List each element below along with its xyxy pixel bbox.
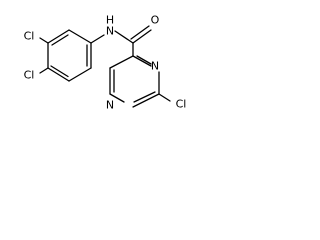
bond-benzene-6-double	[51, 34, 69, 46]
bonds	[39, 25, 171, 108]
bond-benzene-4-double	[50, 65, 69, 78]
bond-aryl-nh	[90, 34, 105, 44]
bond-pyrazine-1	[132, 55, 152, 67]
atom-amide-n: N	[106, 25, 114, 38]
bond-pyrazine-1-double	[136, 55, 152, 65]
bond-pyrazine-6	[109, 55, 134, 69]
bond-benzene-1	[68, 29, 92, 44]
bond-cl-lower	[39, 67, 49, 74]
atom-amide-o: O	[151, 14, 160, 27]
bond-benzene-4	[47, 67, 70, 82]
bond-pyrazine-3-double	[133, 91, 156, 103]
bond-pyrazine-4	[109, 93, 125, 103]
bond-carbonyl-o-1	[132, 29, 152, 44]
bond-pyrazine-3	[132, 93, 160, 108]
bond-benzene-6	[47, 29, 70, 44]
atom-cl-pyrazine: Cl	[176, 98, 187, 111]
bond-nh-carbonyl	[114, 30, 134, 44]
bond-cl-upper	[39, 37, 49, 44]
atom-amide-h: H	[106, 14, 114, 27]
atom-cl-lower: Cl	[24, 69, 35, 82]
atom-pyrazine-n1: N	[151, 60, 159, 73]
atom-pyrazine-n4: N	[106, 99, 114, 112]
atom-cl-upper: Cl	[24, 30, 35, 43]
atom-labels: Cl Cl H N O N N Cl	[24, 14, 187, 112]
bond-benzene-3	[68, 67, 92, 82]
bond-carbonyl-o-2	[130, 25, 150, 40]
bond-cl-pyrazine	[158, 93, 171, 102]
molecule-structure: Cl Cl H N O N N Cl	[24, 14, 187, 112]
